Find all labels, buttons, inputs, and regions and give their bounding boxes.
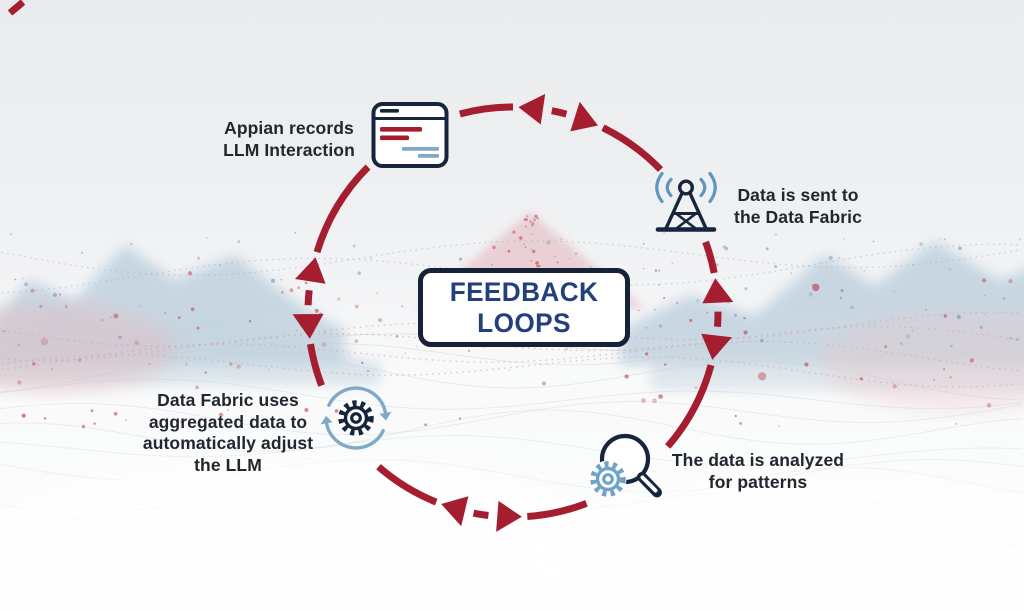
label-line: Appian records bbox=[224, 118, 354, 138]
step-label-data-analyzed: The data is analyzed for patterns bbox=[653, 450, 863, 493]
step-label-adjust-llm: Data Fabric uses aggregated data to auto… bbox=[123, 390, 333, 476]
label-line: the Data Fabric bbox=[734, 206, 862, 227]
feedback-loops-box: FEEDBACK LOOPS bbox=[418, 268, 630, 347]
label-line: automatically adjust bbox=[142, 433, 314, 453]
label-line: The data is analyzed bbox=[671, 450, 845, 470]
corner-red-mark bbox=[7, 0, 26, 16]
label-line: Data Fabric uses bbox=[157, 390, 299, 410]
label-line: the LLM bbox=[194, 454, 262, 475]
label-line: for patterns bbox=[708, 471, 808, 492]
label-line: aggregated data to bbox=[148, 411, 308, 432]
label-line: Data is sent to bbox=[737, 185, 859, 205]
page-title: FEEDBACK LOOPS bbox=[449, 276, 599, 338]
step-label-data-sent: Data is sent to the Data Fabric bbox=[708, 185, 888, 228]
label-line: LLM Interaction bbox=[223, 139, 355, 160]
step-label-appian-records: Appian records LLM Interaction bbox=[189, 118, 389, 161]
